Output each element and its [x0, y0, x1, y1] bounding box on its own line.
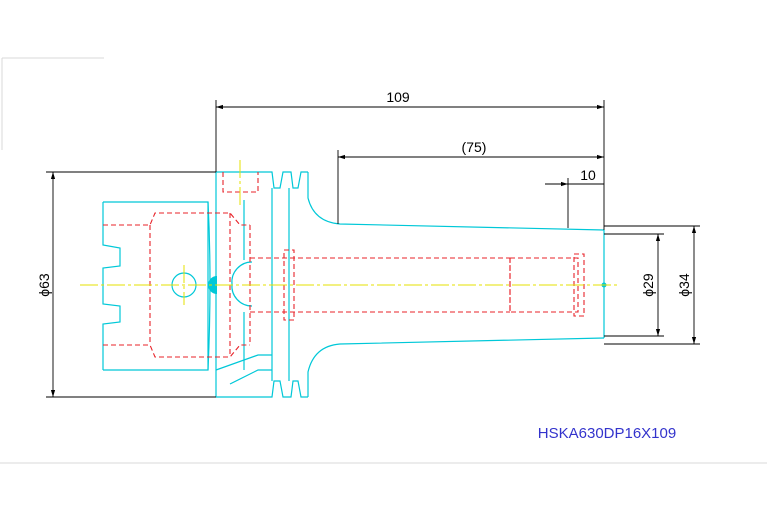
dim-flange-diameter: ϕ63 — [36, 273, 52, 297]
dim-taper-length: (75) — [462, 139, 487, 155]
dim-bore-diameter: ϕ29 — [640, 273, 656, 297]
dim-nose-diameter: ϕ34 — [676, 273, 692, 297]
dimension-lines — [46, 100, 700, 398]
drawing-frame — [0, 57, 767, 464]
dim-nose-length: 10 — [580, 167, 596, 183]
model-label: HSKA630DP16X109 — [538, 425, 676, 442]
center-lines — [80, 160, 620, 305]
hidden-lines — [103, 172, 585, 358]
dim-overall-length: 109 — [386, 89, 410, 105]
